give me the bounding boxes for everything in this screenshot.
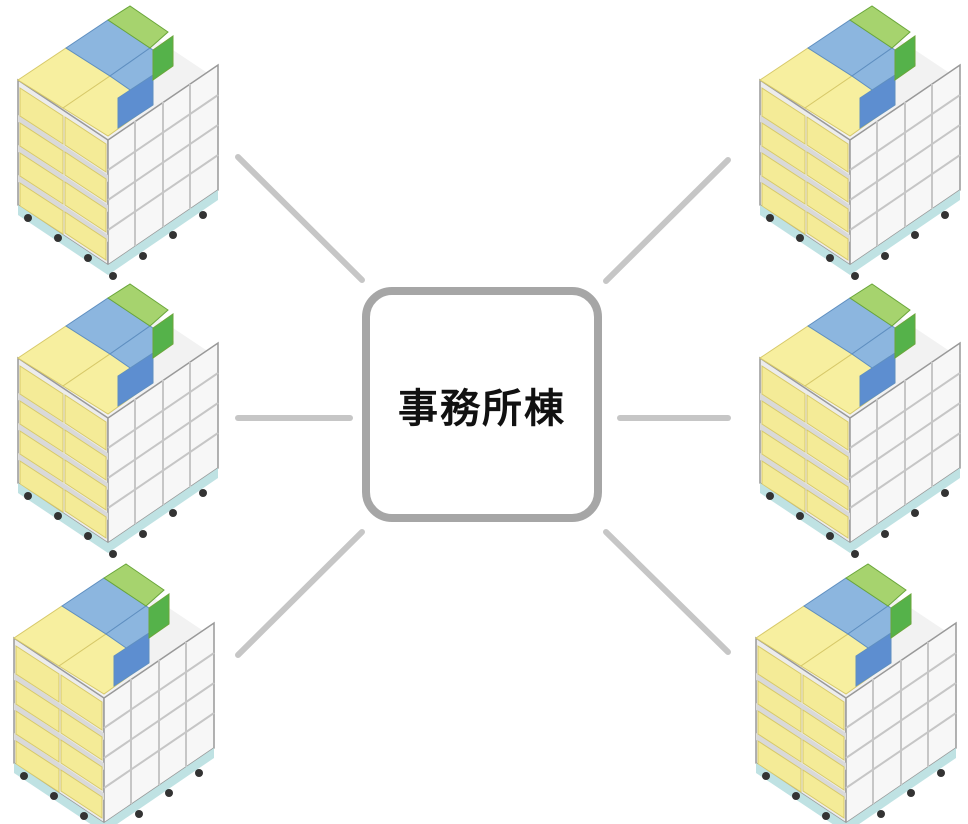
building-top-left <box>17 5 219 281</box>
connector-bottom-right <box>603 529 731 655</box>
building-bottom-right <box>755 563 957 824</box>
building-middle-right <box>759 283 961 559</box>
connector-top-right <box>603 157 731 284</box>
connector-top-left <box>235 154 365 283</box>
building-middle-left <box>17 283 219 559</box>
building-top-right <box>759 5 961 281</box>
building-bottom-left <box>13 563 215 824</box>
office-building-node: 事務所棟 <box>362 287 602 522</box>
connector-bottom-left <box>235 529 365 658</box>
office-building-label: 事務所棟 <box>398 385 566 432</box>
